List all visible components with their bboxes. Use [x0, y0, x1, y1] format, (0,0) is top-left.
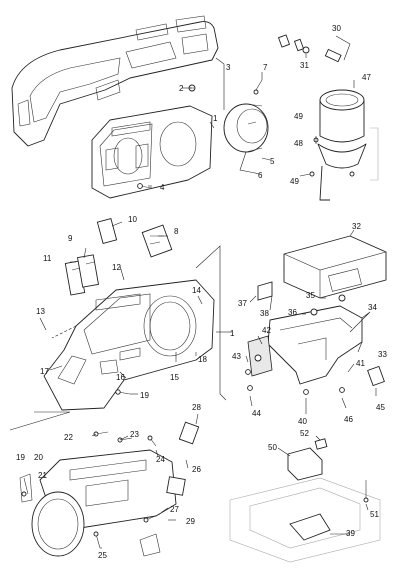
control-unit: [283, 235, 387, 299]
floor-module: [229, 438, 381, 563]
housing-screw: [115, 389, 131, 395]
callout-35: 35: [306, 291, 315, 300]
callout-30: 30: [332, 24, 341, 33]
callout-40: 40: [298, 417, 307, 426]
callout-25: 25: [98, 551, 107, 560]
callout-2: 2: [179, 84, 184, 93]
callout-16: 16: [116, 373, 125, 382]
clock-gauge: [223, 103, 269, 175]
callout-36: 36: [288, 308, 297, 317]
callout-3: 3: [226, 63, 231, 72]
meter-housing: [43, 279, 215, 411]
callout-19: 19: [140, 391, 149, 400]
meter-screw: [137, 183, 153, 189]
callout-13: 13: [36, 307, 45, 316]
callout-42: 42: [262, 326, 271, 335]
callout-48: 48: [294, 139, 303, 148]
mounting-bracket: [245, 281, 385, 395]
callout-45: 45: [376, 403, 385, 412]
meter-faces: [64, 218, 173, 296]
callout-23: 23: [130, 430, 139, 439]
callout-47: 47: [362, 73, 371, 82]
callout-52: 52: [300, 429, 309, 438]
callout-34: 34: [368, 303, 377, 312]
callout-32: 32: [352, 222, 361, 231]
gauge-bolt: [253, 79, 263, 95]
callout-7: 7: [263, 63, 268, 72]
meter-lower-case: [19, 449, 177, 557]
group-bracket: [9, 245, 232, 431]
small-components: [21, 421, 200, 557]
callout-31: 31: [300, 61, 309, 70]
auxiliary-gauge: [309, 89, 379, 201]
callout-28: 28: [192, 403, 201, 412]
lamp-sockets: [277, 34, 342, 63]
instrument-panel-bezel: [11, 15, 219, 147]
callout-1: 1: [213, 114, 218, 123]
callout-20: 20: [34, 453, 43, 462]
callout-4: 4: [160, 183, 165, 192]
callout-17: 17: [40, 367, 49, 376]
callout-1b: 1: [230, 329, 235, 338]
callout-14: 14: [192, 286, 201, 295]
callout-46: 46: [344, 415, 353, 424]
callout-9: 9: [68, 234, 73, 243]
callout-50: 50: [268, 443, 277, 452]
callout-8: 8: [174, 227, 179, 236]
callout-26: 26: [192, 465, 201, 474]
callout-12: 12: [112, 263, 121, 272]
callout-33: 33: [378, 350, 387, 359]
callout-15: 15: [170, 373, 179, 382]
callout-29: 29: [186, 517, 195, 526]
meter-assembly-upper: [91, 105, 213, 199]
callout-22: 22: [64, 433, 73, 442]
callout-18: 18: [198, 355, 207, 364]
callout-38: 38: [260, 309, 269, 318]
callout-44: 44: [252, 409, 261, 418]
callout-6: 6: [258, 171, 263, 180]
callout-numbers: 1 2 3 4 5 6 7 8 9 10 11 12 13 14 15 16 1…: [16, 24, 387, 560]
callout-11: 11: [43, 254, 52, 263]
callout-49b: 49: [290, 177, 299, 186]
callout-51: 51: [370, 510, 379, 519]
leader-lines: [39, 35, 377, 549]
callout-43: 43: [232, 352, 241, 361]
callout-24: 24: [156, 455, 165, 464]
callout-5: 5: [270, 157, 275, 166]
callout-27: 27: [170, 505, 179, 514]
callout-21: 21: [38, 471, 47, 480]
callout-41: 41: [356, 359, 365, 368]
callout-19b: 19: [16, 453, 25, 462]
callout-10: 10: [128, 215, 137, 224]
callout-37: 37: [238, 299, 247, 308]
callout-49a: 49: [294, 112, 303, 121]
callout-39: 39: [346, 529, 355, 538]
